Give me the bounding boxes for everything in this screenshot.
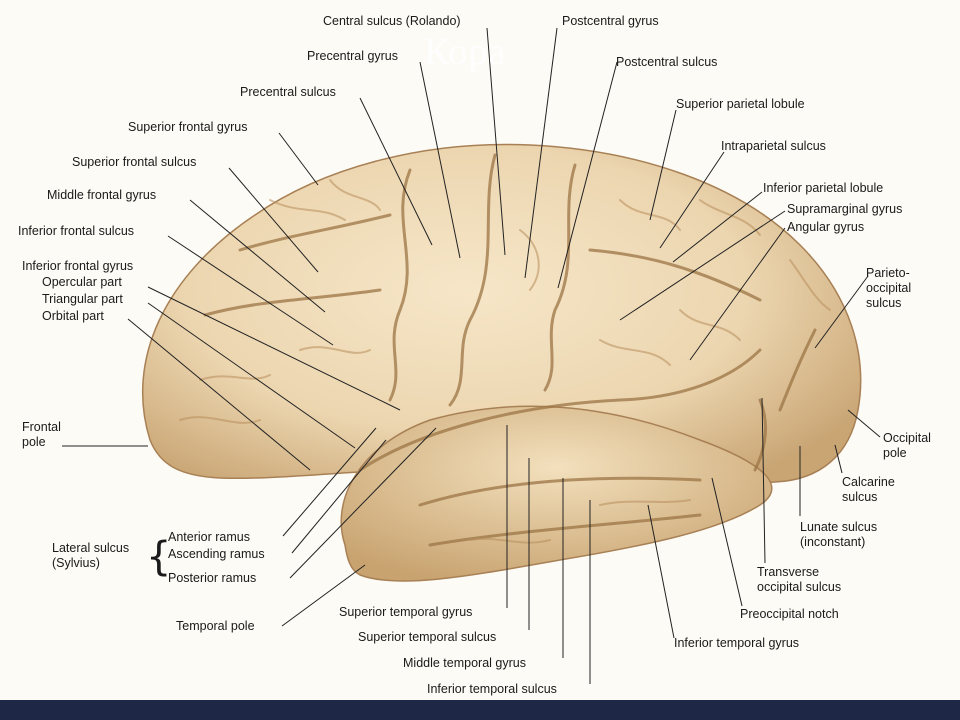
label-frontal-pole: Frontal pole [22, 420, 61, 449]
label-superior-parietal-lobule: Superior parietal lobule [676, 97, 805, 111]
label-inferior-parietal-lobule: Inferior parietal lobule [763, 181, 884, 195]
label-posterior-ramus: Posterior ramus [168, 571, 257, 585]
label-preoccipital-notch: Preoccipital notch [740, 607, 839, 621]
central-sulcus [448, 153, 497, 407]
label-orbital-part: Orbital part [42, 309, 104, 323]
superior-temporal-sulcus [418, 476, 702, 507]
temporal-lobe [340, 405, 773, 582]
postcentral-sulcus [543, 163, 577, 392]
footer-bar [0, 700, 960, 720]
leader-lines [62, 27, 881, 684]
inferior-frontal-sulcus [203, 288, 382, 317]
label-middle-frontal-gyrus: Middle frontal gyrus [47, 188, 157, 202]
parieto-occipital-sulcus [778, 328, 817, 412]
label-supramarginal-gyrus: Supramarginal gyrus [787, 202, 903, 216]
label-superior-temporal-sulcus: Superior temporal sulcus [358, 630, 497, 644]
label-superior-temporal-gyrus: Superior temporal gyrus [339, 605, 473, 619]
lateral-sulcus [358, 348, 762, 472]
label-precentral-gyrus: Precentral gyrus [307, 49, 399, 63]
label-lateral-sulcus: Lateral sulcus (Sylvius) [52, 541, 130, 570]
label-anterior-ramus: Anterior ramus [168, 530, 250, 544]
label-ascending-ramus: Ascending ramus [168, 547, 265, 561]
label-occipital-pole: Occipital pole [883, 431, 931, 460]
label-inferior-temporal-sulcus: Inferior temporal sulcus [427, 682, 557, 696]
label-inferior-frontal-sulcus: Inferior frontal sulcus [18, 224, 135, 238]
label-inferior-temporal-gyrus: Inferior temporal gyrus [674, 636, 800, 650]
label-superior-frontal-gyrus: Superior frontal gyrus [128, 120, 248, 134]
label-inferior-frontal-gyrus: Inferior frontal gyrus [22, 259, 134, 273]
label-parieto-occipital-sulcus: Parieto- occipital sulcus [866, 266, 912, 310]
label-lunate-sulcus: Lunate sulcus (inconstant) [800, 520, 878, 549]
label-postcentral-gyrus: Postcentral gyrus [562, 14, 659, 28]
slide-title: Кора [424, 31, 507, 73]
label-calcarine-sulcus: Calcarine sulcus [842, 475, 895, 504]
label-angular-gyrus: Angular gyrus [787, 220, 865, 234]
label-precentral-sulcus: Precentral sulcus [240, 85, 336, 99]
label-postcentral-sulcus: Postcentral sulcus [616, 55, 718, 69]
lateral-sulcus-brace: { [146, 534, 172, 580]
superior-frontal-sulcus [238, 213, 392, 252]
label-superior-frontal-sulcus: Superior frontal sulcus [72, 155, 197, 169]
label-intraparietal-sulcus: Intraparietal sulcus [721, 139, 826, 153]
label-central-sulcus: Central sulcus (Rolando) [323, 14, 461, 28]
sulci [203, 153, 817, 547]
label-temporal-pole: Temporal pole [176, 619, 255, 633]
precentral-sulcus [388, 168, 412, 402]
label-opercular-part: Opercular part [42, 275, 122, 289]
label-middle-temporal-gyrus: Middle temporal gyrus [403, 656, 526, 670]
inferior-temporal-sulcus [428, 513, 702, 547]
label-triangular-part: Triangular part [42, 292, 123, 306]
label-transverse-occipital-sulcus: Transverse occipital sulcus [757, 565, 842, 594]
intraparietal-sulcus [588, 248, 762, 302]
